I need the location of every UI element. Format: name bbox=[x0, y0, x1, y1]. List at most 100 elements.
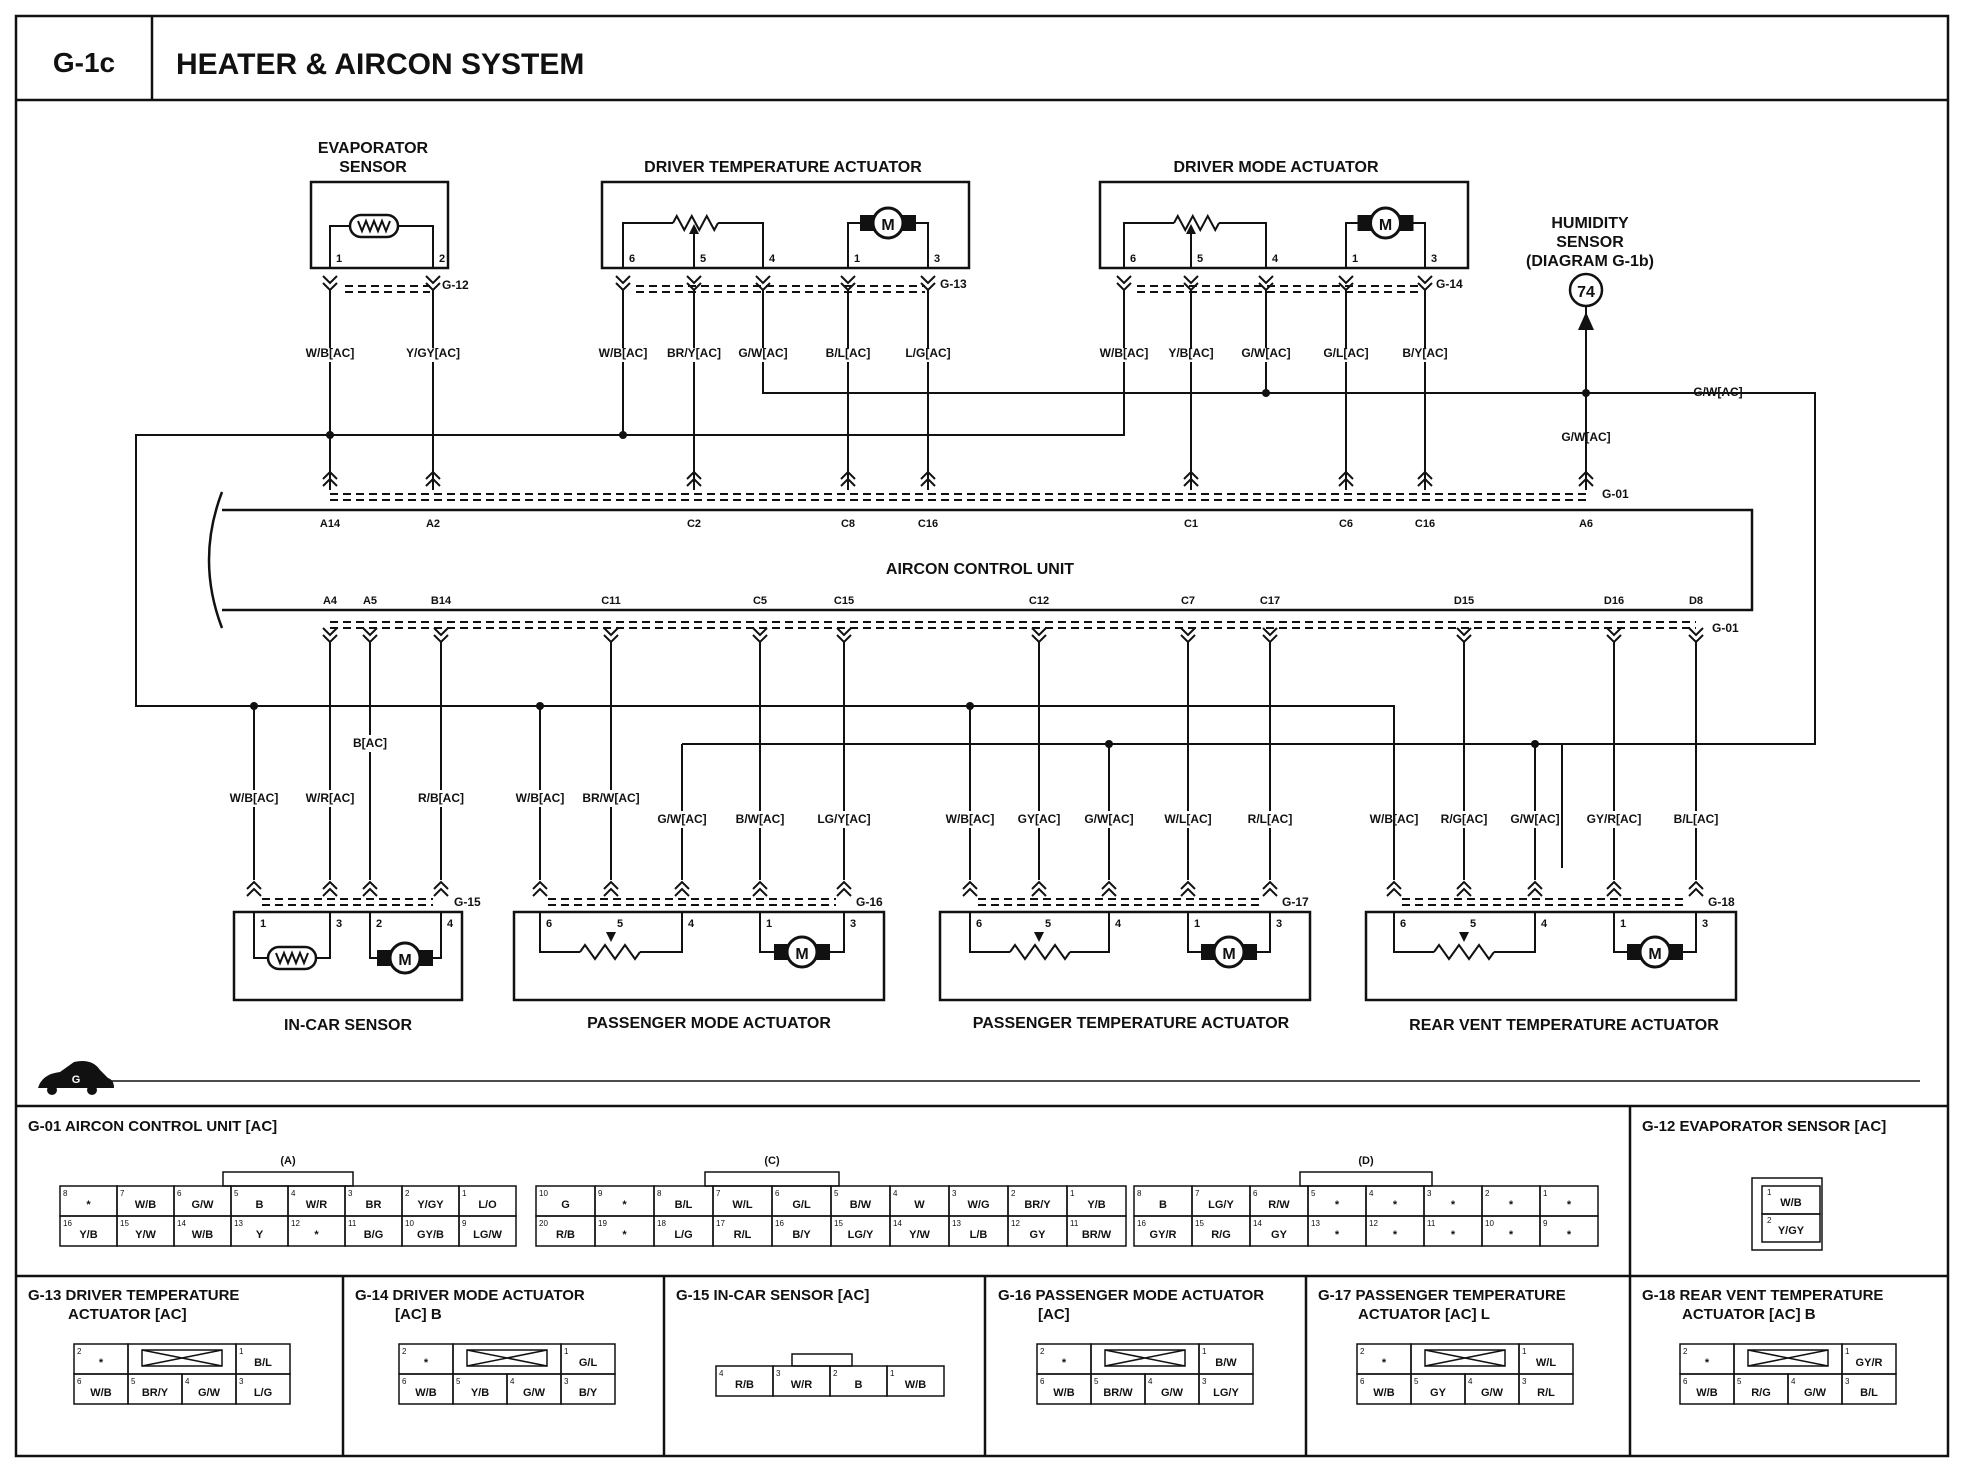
g01-c-bot-cell-wire: BR/W bbox=[1082, 1229, 1112, 1241]
g18-cell-wire: * bbox=[1705, 1357, 1710, 1369]
g01-d-bot-cell-number: 9 bbox=[1543, 1219, 1548, 1228]
g01-c-bot-cell-wire: L/G bbox=[674, 1229, 692, 1241]
g14-cell-number: 2 bbox=[402, 1347, 407, 1356]
g13-bot-cell-number: 5 bbox=[131, 1377, 136, 1386]
humidity-arrow bbox=[1578, 312, 1594, 330]
chevron-stroke bbox=[1101, 887, 1117, 897]
g17-latch-x bbox=[1424, 1349, 1506, 1367]
chevron-stroke bbox=[1180, 627, 1196, 637]
chevron-stroke bbox=[836, 887, 852, 897]
driver-mode-actuator-motor: M bbox=[1357, 206, 1414, 240]
chevron-stroke bbox=[840, 477, 856, 487]
wb-junction bbox=[250, 702, 258, 710]
g01-a-bot-cell-wire: * bbox=[314, 1229, 319, 1241]
acu-bottom-pin: D8 bbox=[1689, 595, 1703, 607]
evaporator-thermistor bbox=[348, 213, 400, 239]
thermistor-body bbox=[266, 945, 318, 971]
driver-temp-actuator-resistor bbox=[672, 213, 719, 233]
acu-top-pin: C16 bbox=[1415, 518, 1435, 530]
g16-bot-cell-number: 4 bbox=[1148, 1377, 1153, 1386]
top-wire-label: G/W[AC] bbox=[1241, 346, 1290, 360]
top-connector-chevron bbox=[840, 275, 856, 292]
acu-top-chevron bbox=[920, 470, 936, 487]
g01-c-top-cell-wire: W/G bbox=[968, 1199, 990, 1211]
wire-path bbox=[1613, 912, 1629, 953]
bottom-wire-label: G/W[AC] bbox=[1510, 812, 1559, 826]
top-connector-chevron bbox=[1258, 275, 1274, 292]
g01-d-top-cell-wire: R/W bbox=[1268, 1199, 1290, 1211]
in-car-sensor-label: IN-CAR SENSOR bbox=[284, 1017, 412, 1034]
g17-bot-cell-number: 3 bbox=[1522, 1377, 1527, 1386]
top-wire-label: L/G[AC] bbox=[905, 346, 950, 360]
g12-cell-wire: Y/GY bbox=[1778, 1225, 1805, 1237]
passenger-mode-actuator-motor: M bbox=[774, 935, 830, 969]
acu-top-pin: C2 bbox=[687, 518, 701, 530]
bottom-connector-chevron bbox=[752, 880, 768, 897]
g01-a-bot-cell-number: 9 bbox=[462, 1219, 467, 1228]
g01-c-bot-cell-wire: Y/W bbox=[909, 1229, 930, 1241]
chevron-stroke bbox=[1386, 880, 1402, 890]
g01-c-bot-cell bbox=[1066, 1215, 1127, 1247]
wire-path bbox=[539, 912, 580, 953]
g16-bot-cell-wire: G/W bbox=[1161, 1387, 1184, 1399]
g01-a-top-cell-number: 3 bbox=[348, 1189, 353, 1198]
bottom-wire-label: W/L[AC] bbox=[1164, 812, 1211, 826]
gw-junction bbox=[1105, 740, 1113, 748]
acu-bottom-pin: D15 bbox=[1454, 595, 1474, 607]
g13-latch bbox=[127, 1343, 237, 1375]
g13-bot-cell-number: 4 bbox=[185, 1377, 190, 1386]
g15-cell-wire: W/R bbox=[791, 1379, 812, 1391]
g16-panel-title-2: [AC] bbox=[1038, 1306, 1070, 1323]
bottom-pin-number: 4 bbox=[688, 918, 695, 930]
g17-bot-cell-wire: W/B bbox=[1373, 1387, 1394, 1399]
g16-bot-cell-number: 5 bbox=[1094, 1377, 1099, 1386]
g16-latch-mark bbox=[1104, 1349, 1186, 1367]
chevron-stroke bbox=[1031, 880, 1047, 890]
g13-latch-mark bbox=[141, 1349, 223, 1367]
chevron-stroke bbox=[1417, 275, 1433, 285]
wire-path bbox=[640, 912, 683, 953]
g01-d-bot-cell-wire: GY bbox=[1271, 1229, 1288, 1241]
g01-d-lock bbox=[1299, 1171, 1433, 1187]
top-pin-number: 3 bbox=[1431, 253, 1437, 265]
bottom-connector-chevron bbox=[1606, 880, 1622, 897]
g01-c-bot-cell-wire: GY bbox=[1030, 1229, 1047, 1241]
driver-temp-actuator-wiper-arrow bbox=[689, 224, 699, 234]
bottom-pin-number: 4 bbox=[1541, 918, 1548, 930]
bottom-wire-label: B[AC] bbox=[353, 736, 387, 750]
g17-bot-cell-number: 4 bbox=[1468, 1377, 1473, 1386]
acu-bottom-chevron bbox=[1606, 627, 1622, 644]
acu-top-pin: A14 bbox=[320, 518, 341, 530]
acu-top-pin: C6 bbox=[1339, 518, 1353, 530]
chevron-stroke bbox=[1606, 887, 1622, 897]
g01-c-bot-cell-wire: L/B bbox=[970, 1229, 988, 1241]
acu-bottom-pin: D16 bbox=[1604, 595, 1624, 607]
bottom-connector-chevron bbox=[1101, 880, 1117, 897]
top-pin-number: 1 bbox=[854, 253, 860, 265]
chevron-stroke bbox=[1262, 887, 1278, 897]
g14-cell-wire: G/L bbox=[579, 1357, 598, 1369]
g01-d-bot-cell-wire: R/G bbox=[1211, 1229, 1231, 1241]
g01-a-top-cell-number: 5 bbox=[234, 1189, 239, 1198]
g18-cell-wire: GY/R bbox=[1856, 1357, 1883, 1369]
passenger-temp-actuator-wiper-arrow bbox=[1034, 932, 1044, 942]
bottom-wire-label: W/B[AC] bbox=[516, 791, 565, 805]
g14-bot-cell-number: 4 bbox=[510, 1377, 515, 1386]
top-wire-label: W/B[AC] bbox=[599, 346, 648, 360]
top-wire-label: BR/Y[AC] bbox=[667, 346, 721, 360]
g01-c-bot-cell-wire: R/B bbox=[556, 1229, 575, 1241]
bottom-pin-number: 3 bbox=[1276, 918, 1282, 930]
chevron-stroke bbox=[1527, 887, 1543, 897]
driver-temp-actuator-label: DRIVER TEMPERATURE ACTUATOR bbox=[644, 159, 922, 176]
g16-cell-wire: B/W bbox=[1215, 1357, 1237, 1369]
top-connector-chevron bbox=[425, 275, 441, 292]
chevron-stroke bbox=[1688, 627, 1704, 637]
driver-mode-actuator-label: DRIVER MODE ACTUATOR bbox=[1173, 159, 1378, 176]
g18-bot-cell-wire: B/L bbox=[1860, 1387, 1878, 1399]
wire-path bbox=[1255, 912, 1271, 953]
g01-c-top-cell-wire: B/L bbox=[675, 1199, 693, 1211]
g01-c-top-cell-wire: G/L bbox=[792, 1199, 811, 1211]
bottom-pin-number: 5 bbox=[617, 918, 623, 930]
g14-bot-cell-wire: Y/B bbox=[471, 1387, 489, 1399]
wire-path bbox=[1393, 912, 1434, 953]
